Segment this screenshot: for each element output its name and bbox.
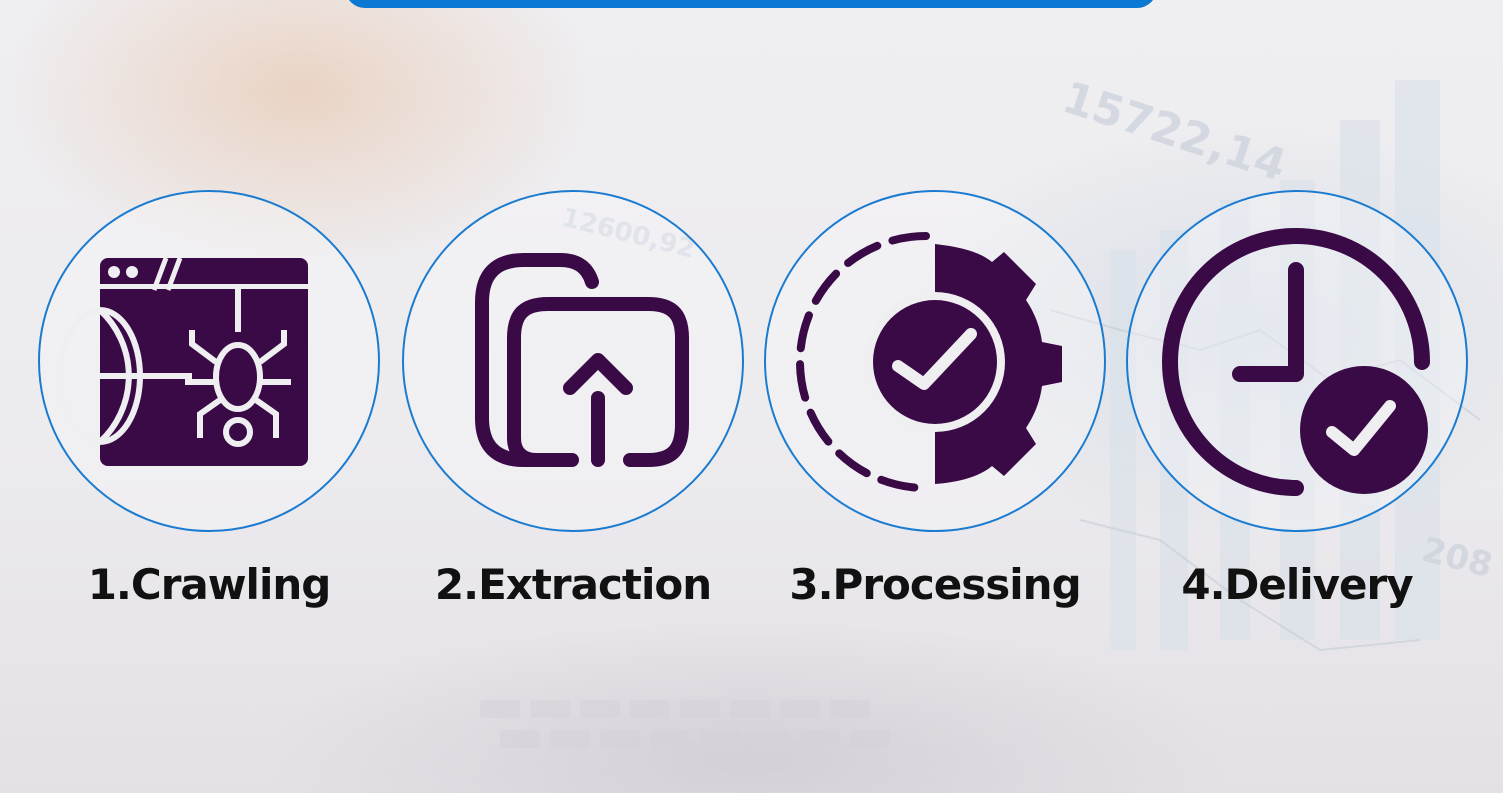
step-delivery: 4.Delivery xyxy=(1126,190,1472,630)
step-label: 1.Crawling xyxy=(87,560,332,609)
top-banner xyxy=(345,0,1157,8)
step-label: 4.Delivery xyxy=(1181,560,1413,609)
step-circle xyxy=(38,190,380,532)
step-crawling: 1.Crawling xyxy=(38,190,384,630)
step-circle xyxy=(764,190,1106,532)
clock-check-icon xyxy=(1162,228,1430,496)
gear-check-icon xyxy=(796,232,1062,492)
svg-text:15722,14: 15722,14 xyxy=(1057,72,1292,192)
step-extraction: 2.Extraction xyxy=(402,190,748,630)
step-circle xyxy=(402,190,744,532)
step-circle xyxy=(1126,190,1468,532)
step-label: 3.Processing xyxy=(789,560,1081,609)
spider-web-browser-icon xyxy=(57,257,308,466)
upload-icon xyxy=(475,253,689,467)
step-processing: 3.Processing xyxy=(764,190,1110,630)
step-label: 2.Extraction xyxy=(434,560,712,609)
